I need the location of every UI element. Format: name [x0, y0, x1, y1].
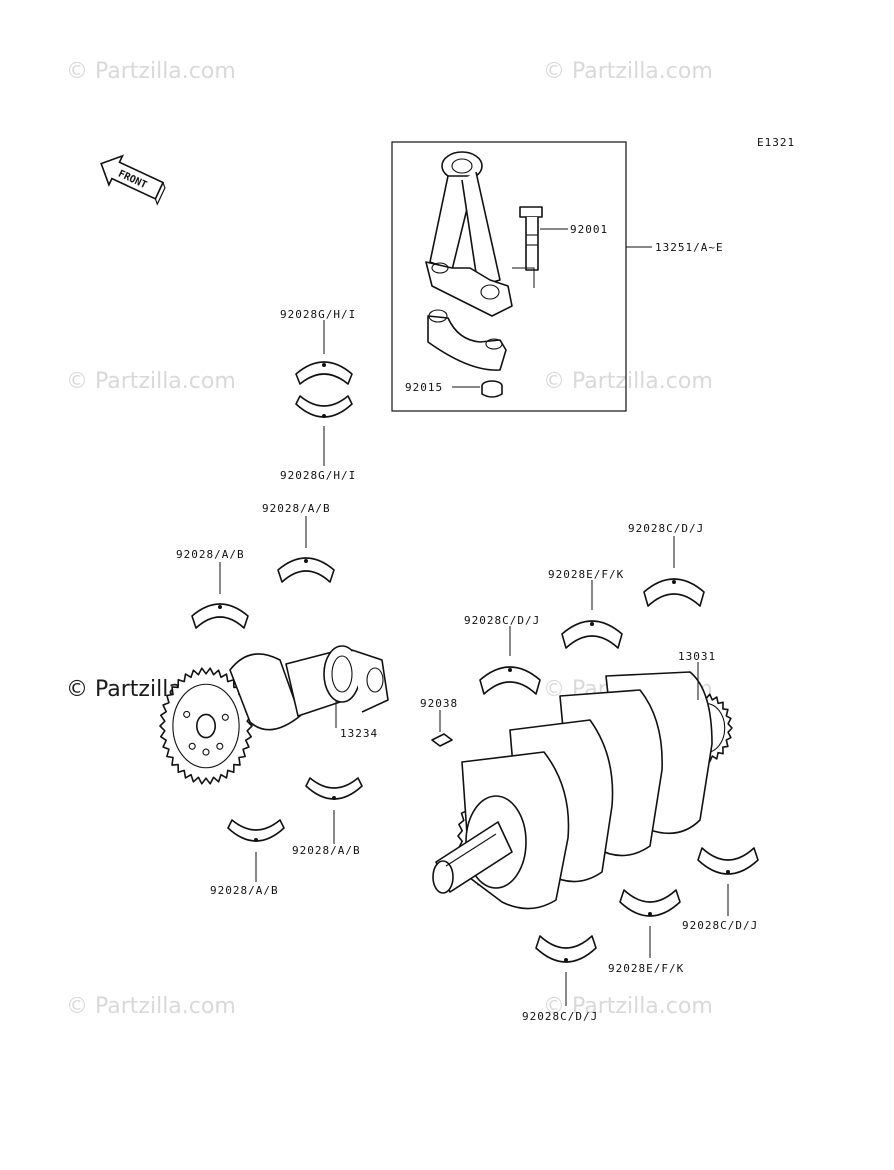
rod-nut-92015	[481, 380, 503, 398]
connecting-rod-cap	[427, 309, 507, 371]
label-92001: 92001	[570, 223, 608, 236]
watermark: © Partzilla.com	[66, 59, 236, 84]
main-bearing	[697, 847, 759, 875]
label-92028cdj-1: 92028C/D/J	[628, 522, 704, 535]
balancer-bearing	[227, 819, 285, 842]
watermark: © Partzilla.com	[66, 994, 236, 1019]
label-92028efk-2: 92028E/F/K	[608, 962, 684, 975]
connecting-rod	[425, 151, 513, 317]
diagram-code: E1321	[757, 136, 795, 149]
label-13234: 13234	[340, 727, 378, 740]
rod-bearing-lower	[295, 395, 353, 418]
crankshaft-13031	[432, 671, 733, 910]
connecting-rod-box	[391, 141, 627, 412]
rod-bolt-92001	[512, 206, 543, 288]
label-92028ab-1: 92028/A/B	[262, 502, 331, 515]
watermark: © Partzilla.com	[66, 369, 236, 394]
main-bearing	[619, 889, 681, 917]
label-92028ab-4: 92028/A/B	[210, 884, 279, 897]
label-92028cdj-2: 92028C/D/J	[464, 614, 540, 627]
label-92028ab-3: 92028/A/B	[292, 844, 361, 857]
balancer-shaft-13234	[159, 645, 389, 785]
label-92028ghi-top: 92028G/H/I	[280, 308, 356, 321]
watermark: © Partzilla.com	[543, 994, 713, 1019]
balancer-bearing	[277, 557, 335, 583]
label-92028ghi-bottom: 92028G/H/I	[280, 469, 356, 482]
woodruff-key-92038	[431, 733, 453, 747]
label-92028efk-1: 92028E/F/K	[548, 568, 624, 581]
watermarks: © Partzilla.com © Partzilla.com © Partzi…	[66, 59, 713, 1019]
watermark: © Partzilla.com	[543, 369, 713, 394]
main-bearing	[479, 666, 541, 695]
balancer-bearing	[305, 777, 363, 800]
main-bearing	[561, 620, 623, 649]
label-92015: 92015	[405, 381, 443, 394]
main-bearing	[643, 578, 705, 607]
label-92028cdj-4: 92028C/D/J	[522, 1010, 598, 1023]
front-arrow-icon: FRONT	[100, 154, 166, 206]
balancer-bearing	[191, 603, 249, 629]
rod-bearing-upper	[295, 361, 353, 385]
label-92038: 92038	[420, 697, 458, 710]
label-13031: 13031	[678, 650, 716, 663]
watermark: © Partzilla.com	[543, 59, 713, 84]
label-92028cdj-3: 92028C/D/J	[682, 919, 758, 932]
main-bearing	[535, 935, 597, 963]
label-13251: 13251/A~E	[655, 241, 724, 254]
label-92028ab-2: 92028/A/B	[176, 548, 245, 561]
